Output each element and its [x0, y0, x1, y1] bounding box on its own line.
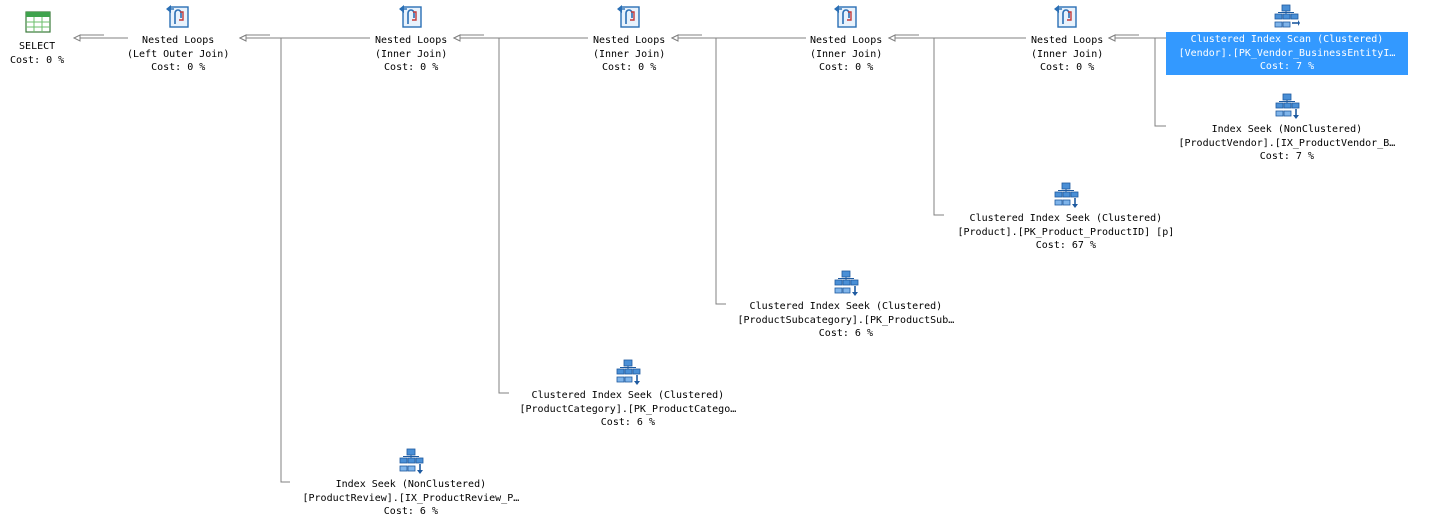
node-cost: Cost: 6 %: [383, 506, 438, 517]
node-cost: Cost: 0 %: [819, 62, 874, 73]
node-operator: Index Seek (NonClustered): [1211, 124, 1363, 135]
node-object: [Product].[PK_Product_ProductID] [p]: [957, 226, 1175, 238]
node-object: [ProductReview].[IX_ProductReview_P…: [302, 492, 520, 504]
node-cost: Cost: 6 %: [600, 417, 655, 428]
nested-loops-icon: [832, 3, 860, 31]
node-label: Clustered Index Seek (Clustered) [Produc…: [735, 299, 958, 342]
node-object: [ProductCategory].[PK_ProductCatego…: [519, 403, 737, 415]
node-object: [Vendor].[PK_Vendor_BusinessEntityI…: [1178, 47, 1396, 59]
node-label: Nested Loops (Left Outer Join) Cost: 0 %: [124, 33, 232, 76]
node-detail: (Inner Join): [375, 48, 448, 60]
node-label: Index Seek (NonClustered) [ProductReview…: [300, 477, 523, 520]
node-cost: Cost: 0 %: [384, 62, 439, 73]
node-label: Nested Loops (Inner Join) Cost: 0 %: [372, 33, 450, 76]
node-label: SELECT Cost: 0 %: [7, 39, 67, 68]
clustered-index-seek-icon: [1052, 180, 1080, 208]
node-label: Index Seek (NonClustered) [ProductVendor…: [1176, 122, 1399, 165]
edge-nl3-to-nl2: [452, 34, 588, 42]
nested-loops-icon: [397, 3, 425, 31]
node-operator: SELECT: [19, 41, 56, 52]
edge-seek_subcat-to-nl3: [670, 34, 726, 305]
nested-loops-icon: [617, 5, 640, 28]
node-label: Clustered Index Seek (Clustered) [Produc…: [517, 388, 740, 431]
node-detail: (Inner Join): [593, 48, 666, 60]
node-label: Nested Loops (Inner Join) Cost: 0 %: [1028, 33, 1106, 76]
index-seek-icon: [397, 446, 425, 474]
edge-scan_vendor-to-nl5: [1107, 34, 1166, 42]
node-cost: Cost: 7 %: [1259, 61, 1315, 72]
index-seek-icon: [1273, 91, 1301, 119]
node-operator: Clustered Index Seek (Clustered): [531, 390, 725, 401]
node-cost: Cost: 7 %: [1259, 151, 1314, 162]
clustered-index-scan-icon: [1274, 4, 1300, 28]
node-detail: (Inner Join): [1031, 48, 1104, 60]
nested-loops-icon: [164, 3, 192, 31]
clustered-index-seek-icon: [1054, 182, 1079, 208]
node-operator: Nested Loops: [593, 35, 666, 46]
node-cost: Cost: 67 %: [1035, 240, 1096, 251]
edge-nl2-to-nl1: [238, 34, 370, 42]
nested-loops-icon: [615, 3, 643, 31]
node-operator: Nested Loops: [375, 35, 448, 46]
edge-seek_review-to-nl1: [238, 34, 290, 483]
node-cost: Cost: 0 %: [10, 54, 65, 66]
node-operator: Nested Loops: [142, 35, 215, 46]
node-cost: Cost: 0 %: [1040, 62, 1095, 73]
clustered-index-seek-icon: [616, 359, 641, 385]
node-operator: Nested Loops: [1031, 35, 1104, 46]
node-operator: Clustered Index Scan (Clustered): [1190, 34, 1384, 45]
clustered-index-seek-icon: [834, 270, 859, 296]
edge-nl1-to-select: [72, 34, 128, 42]
node-cost: Cost: 6 %: [818, 328, 873, 339]
select-icon: [25, 11, 51, 33]
node-object: [ProductSubcategory].[PK_ProductSub…: [737, 314, 955, 326]
node-label: Clustered Index Scan (Clustered) [Vendor…: [1166, 32, 1408, 75]
node-label: Nested Loops (Inner Join) Cost: 0 %: [807, 33, 885, 76]
node-detail: (Inner Join): [810, 48, 883, 60]
nested-loops-icon: [1052, 3, 1080, 31]
node-cost: Cost: 0 %: [151, 62, 206, 73]
clustered-index-scan-icon: [1272, 2, 1300, 30]
nested-loops-icon: [166, 5, 189, 28]
node-operator: Nested Loops: [810, 35, 883, 46]
nested-loops-icon: [1054, 5, 1077, 28]
edge-nl5-to-nl4: [887, 34, 1026, 42]
nested-loops-icon: [834, 5, 857, 28]
index-seek-icon: [399, 448, 424, 474]
node-label: Clustered Index Seek (Clustered) [Produc…: [955, 211, 1178, 254]
edge-nl4-to-nl3: [670, 34, 806, 42]
clustered-index-seek-icon: [614, 357, 642, 385]
node-operator: Index Seek (NonClustered): [335, 479, 487, 490]
node-label: Nested Loops (Inner Join) Cost: 0 %: [590, 33, 668, 76]
index-seek-icon: [1275, 93, 1300, 119]
nested-loops-icon: [399, 5, 422, 28]
edge-seek_cat-to-nl2: [452, 34, 509, 394]
node-operator: Clustered Index Seek (Clustered): [969, 213, 1163, 224]
node-object: [ProductVendor].[IX_ProductVendor_B…: [1178, 137, 1396, 149]
edge-seek_product-to-nl4: [887, 34, 944, 216]
clustered-index-seek-icon: [832, 268, 860, 296]
node-operator: Clustered Index Seek (Clustered): [749, 301, 943, 312]
edge-seek_pv-to-nl5: [1107, 34, 1166, 127]
node-cost: Cost: 0 %: [602, 62, 657, 73]
select-icon: [24, 8, 52, 36]
node-detail: (Left Outer Join): [127, 48, 230, 60]
